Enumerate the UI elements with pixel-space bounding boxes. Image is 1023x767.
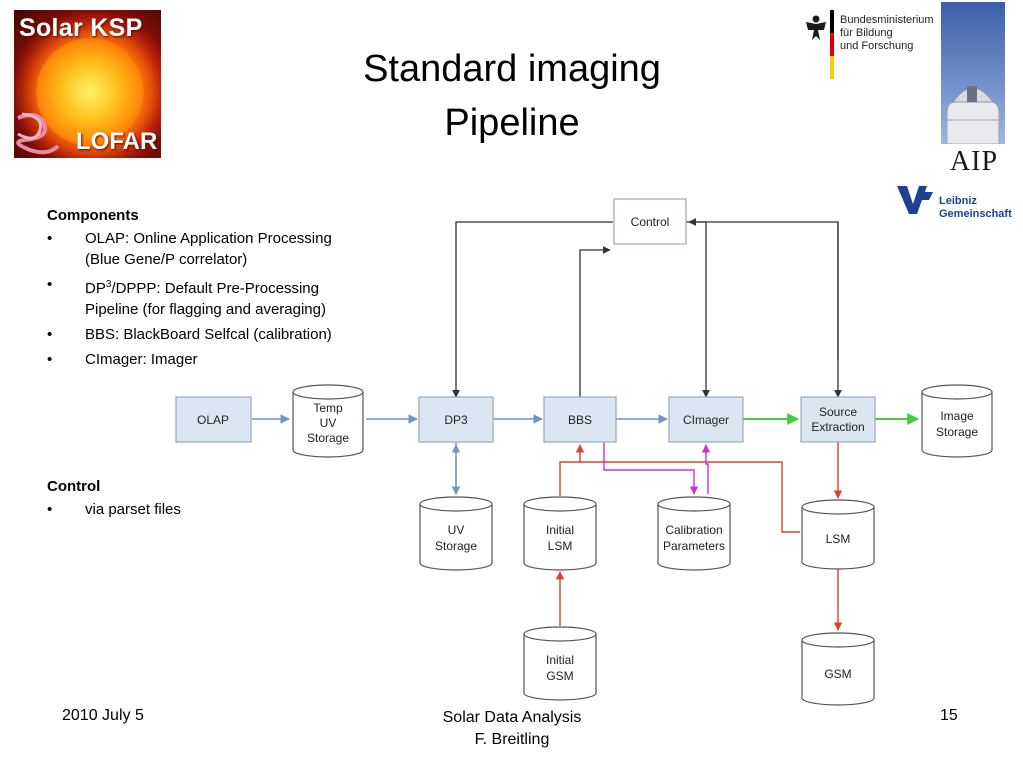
dp3-prefix: DP: [85, 280, 106, 297]
bullet-item: • DP3/DPPP: Default Pre-Processing Pipel…: [47, 274, 392, 320]
footer-page-number: 15: [940, 707, 958, 724]
footer-center: Solar Data Analysis F. Breitling: [412, 707, 612, 751]
leibniz-logo-text: Leibniz Gemeinschaft: [939, 195, 1012, 221]
node-initial-gsm: Initial GSM: [523, 626, 597, 701]
node-lsm: LSM: [801, 499, 875, 570]
bullet-dot: •: [47, 326, 53, 343]
node-label: LSM: [548, 539, 573, 553]
dp3-line-rest: /DPPP: Default Pre-Processing: [111, 280, 319, 297]
bullet-line: via parset files: [85, 501, 181, 518]
control-heading: Control: [47, 478, 101, 495]
bullet-line: (Blue Gene/P correlator): [85, 251, 248, 268]
bullet-dot: •: [47, 351, 53, 368]
node-bbs: BBS: [543, 396, 617, 443]
edge-initlsm-bbs: [559, 444, 585, 496]
components-heading: Components: [47, 207, 139, 224]
node-label: GSM: [546, 669, 573, 683]
node-label: DP3: [444, 413, 468, 427]
node-calibration-parameters: Calibration Parameters: [657, 496, 731, 571]
node-label: Initial: [546, 523, 574, 537]
node-label: CImager: [683, 413, 729, 427]
node-label: Control: [631, 215, 670, 229]
node-label: Parameters: [663, 539, 725, 553]
node-temp-uv-storage: Temp UV Storage: [292, 384, 364, 458]
title-line-1: Standard imaging: [363, 48, 661, 90]
bullet-item: • CImager: Imager: [47, 349, 392, 370]
german-flag-bar: [830, 10, 834, 79]
edge-calparams-cimager: [701, 444, 711, 494]
bullet-line: DP3/DPPP: Default Pre-Processing: [85, 274, 392, 299]
bullet-line: OLAP: Online Application Processing: [85, 230, 332, 247]
bmbf-line-1: Bundesministerium: [840, 14, 934, 26]
bullet-dot: •: [47, 501, 53, 518]
aip-logo-text: AIP: [949, 146, 999, 177]
leibniz-mark-icon: [897, 186, 933, 214]
node-cimager: CImager: [668, 396, 744, 443]
node-image-storage: Image Storage: [921, 384, 993, 458]
node-label: OLAP: [197, 413, 229, 427]
edge-lsm-bbs: [580, 461, 800, 533]
slide-title: Standard imaging Pipeline: [300, 42, 724, 150]
bmbf-line-3: und Forschung: [840, 40, 914, 52]
node-label: GSM: [824, 667, 851, 681]
node-gsm: GSM: [801, 632, 875, 706]
edge-bbs-calparams: [603, 442, 699, 495]
node-dp3: DP3: [418, 396, 494, 443]
leibniz-line-2: Gemeinschaft: [939, 208, 1012, 220]
bullet-line: CImager: Imager: [85, 351, 198, 368]
node-initial-lsm: Initial LSM: [523, 496, 597, 571]
node-label: Storage: [307, 431, 349, 445]
edge-control-srcext: [686, 221, 842, 398]
bullet-item: • BBS: BlackBoard Selfcal (calibration): [47, 324, 392, 345]
node-source-extraction: Source Extraction: [800, 396, 876, 443]
node-uv-storage: UV Storage: [419, 496, 493, 571]
bullet-line: BBS: BlackBoard Selfcal (calibration): [85, 326, 332, 343]
observatory-dome-icon: [946, 86, 1000, 145]
solar-ksp-logo: Solar KSP LOFAR: [14, 10, 161, 158]
left-text-panel: Components • OLAP: Online Application Pr…: [47, 207, 392, 524]
bullet-dot: •: [47, 230, 53, 247]
bmbf-line-2: für Bildung: [840, 27, 893, 39]
node-olap: OLAP: [175, 396, 252, 443]
node-label: LSM: [826, 532, 851, 546]
helix-icon: [16, 112, 60, 155]
node-label: UV: [320, 416, 337, 430]
title-line-2: Pipeline: [444, 102, 580, 144]
bullet-line: Pipeline (for flagging and averaging): [85, 301, 326, 318]
node-label: Source: [819, 405, 857, 419]
node-label: Image: [940, 409, 974, 423]
node-label: Extraction: [811, 420, 864, 434]
bullet-dot: •: [47, 276, 53, 293]
bmbf-logo-text: Bundesministerium für Bildung und Forsch…: [840, 14, 934, 53]
logo-title-line2: LOFAR: [76, 128, 158, 155]
node-label: Calibration: [665, 523, 722, 537]
dp3-superscript: 3: [105, 279, 112, 290]
footer-center-line-1: Solar Data Analysis: [442, 709, 582, 726]
aip-logo-image: [941, 2, 1005, 145]
sun-image: [36, 38, 144, 146]
leibniz-line-1: Leibniz: [939, 195, 977, 207]
edge-control-dp3: [452, 221, 613, 398]
logo-title-line1: Solar KSP: [19, 14, 143, 42]
footer-date: 2010 July 5: [62, 707, 144, 724]
footer-center-line-2: F. Breitling: [474, 731, 550, 748]
node-label: BBS: [568, 413, 592, 427]
bullet-item: • OLAP: Online Application Processing (B…: [47, 228, 392, 270]
eagle-icon: [806, 15, 826, 40]
node-control: Control: [613, 198, 687, 245]
node-label: Storage: [435, 539, 477, 553]
node-label: UV: [448, 523, 465, 537]
bullet-item: • via parset files: [47, 499, 392, 520]
edges: [252, 218, 920, 631]
node-label: Initial: [546, 653, 574, 667]
node-label: Temp: [313, 401, 343, 415]
node-label: Storage: [936, 425, 978, 439]
edge-bbs-control: [579, 246, 611, 397]
